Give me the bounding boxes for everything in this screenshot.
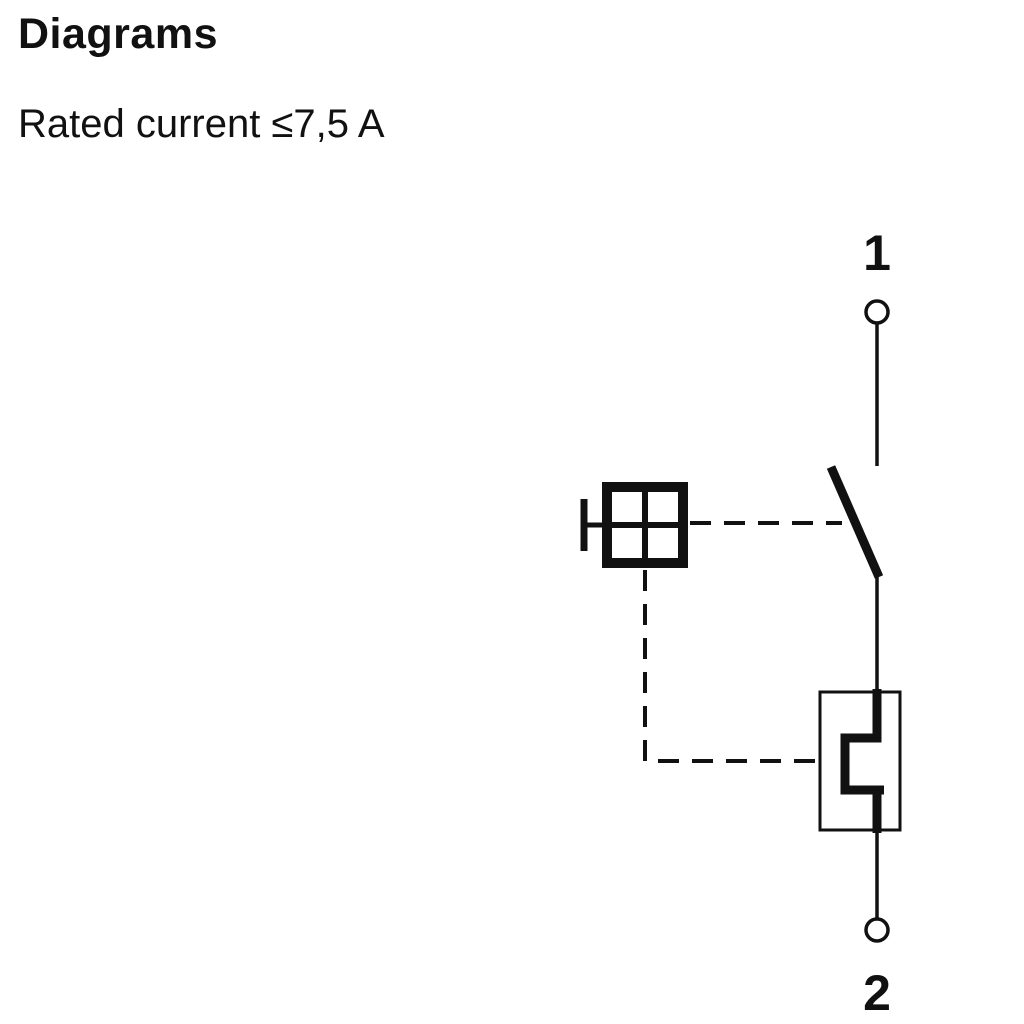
thermal-overload-element-icon	[840, 689, 884, 833]
terminal-2-label: 2	[863, 965, 891, 1021]
linkage-actuator-to-thermal	[643, 570, 818, 763]
terminal-1-label: 1	[863, 225, 891, 281]
thermal-overload-box-icon	[818, 690, 902, 832]
rated-current-caption: Rated current ≤7,5 A	[18, 102, 385, 146]
page-title: Diagrams	[18, 10, 218, 58]
terminal-2-node-icon	[864, 917, 890, 943]
switch-contact-blade-icon	[826, 465, 884, 579]
terminal-1-node-icon	[864, 299, 890, 325]
